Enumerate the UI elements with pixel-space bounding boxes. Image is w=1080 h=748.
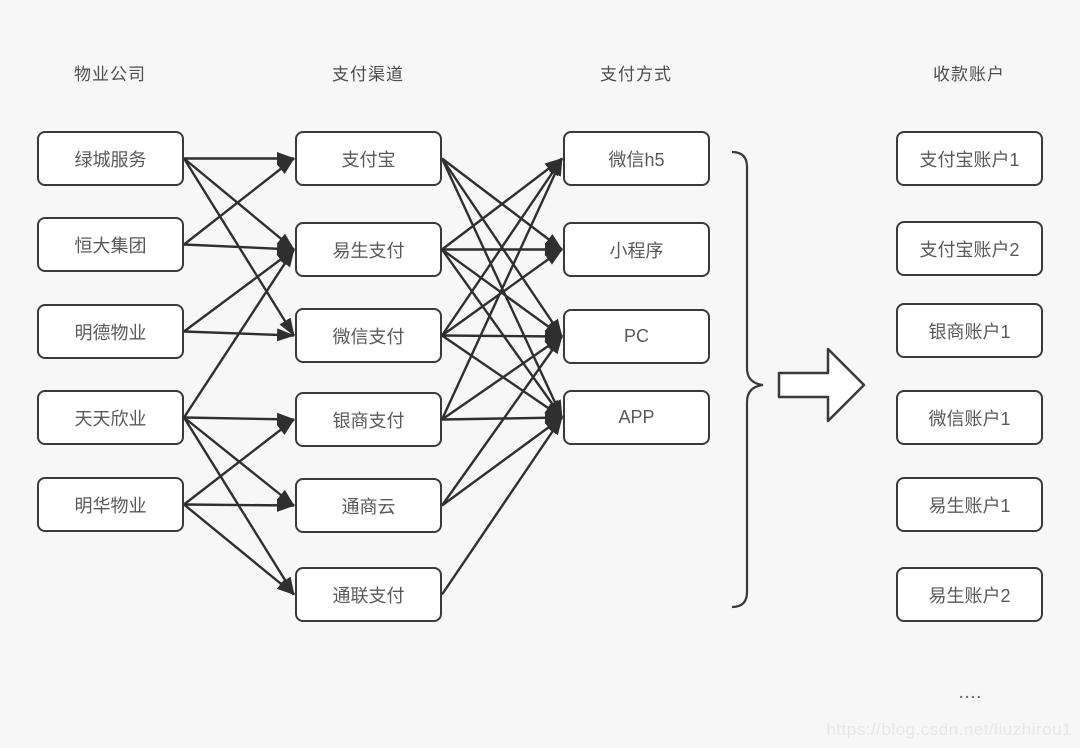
edge-yinshang-to-pc (441, 335, 563, 421)
node-acct_ys1: 银商账户1 (896, 303, 1043, 358)
edge-tiantian-to-tonglian (182, 416, 296, 596)
edge-hengda-to-yisheng (183, 242, 295, 256)
column-header-property-companies: 物业公司 (74, 65, 146, 84)
edge-zhifubao-to-app (440, 157, 564, 419)
edge-lvcheng-to-weixinzhifu (182, 157, 296, 337)
edge-zhifubao-to-xiaochengxu (441, 157, 563, 251)
big-right-arrow (777, 347, 866, 423)
node-tonglian: 通联支付 (295, 567, 442, 622)
node-tiantian: 天天欣业 (37, 390, 184, 445)
edge-mingde-to-yisheng (183, 248, 295, 333)
edge-lvcheng-to-yisheng (183, 157, 295, 251)
node-acct_zfb1: 支付宝账户1 (896, 131, 1043, 186)
node-app: APP (563, 390, 710, 445)
node-yinshang: 银商支付 (295, 392, 442, 447)
edge-yisheng-to-pc (441, 248, 563, 338)
node-zhifubao: 支付宝 (295, 131, 442, 186)
node-lvcheng: 绿城服务 (37, 131, 184, 186)
node-yisheng: 易生支付 (295, 222, 442, 277)
edge-weixinzhifu-to-xiaochengxu (441, 248, 563, 337)
column-header-receiving-accounts: 收款账户 (933, 65, 1005, 84)
more-accounts-ellipsis: .... (959, 685, 983, 701)
edge-yisheng-to-app (441, 248, 563, 419)
edge-yisheng-to-weixinh5 (441, 157, 563, 251)
node-pc: PC (563, 309, 710, 364)
edge-minghua-to-tongshangyun (183, 498, 295, 512)
node-weixinzhifu: 微信支付 (295, 308, 442, 363)
edge-tongshangyun-to-pc (441, 335, 563, 507)
node-xiaochengxu: 小程序 (563, 222, 710, 277)
edge-tongshangyun-to-app (441, 416, 563, 507)
edge-tonglian-to-app (441, 416, 563, 596)
node-weixinh5: 微信h5 (563, 131, 710, 186)
edge-zhifubao-to-pc (441, 157, 563, 338)
node-acct_wx1: 微信账户1 (896, 390, 1043, 445)
node-acct_es1: 易生账户1 (896, 477, 1043, 532)
watermark: https://blog.csdn.net/liuzhirou1 (826, 720, 1072, 739)
edge-tiantian-to-yinshang (183, 412, 295, 426)
edge-hengda-to-zhifubao (183, 157, 295, 246)
node-minghua: 明华物业 (37, 477, 184, 532)
edge-yinshang-to-weixinh5 (440, 157, 564, 421)
edge-minghua-to-tonglian (183, 503, 295, 596)
edge-tiantian-to-yisheng (182, 248, 296, 419)
node-mingde: 明德物业 (37, 304, 184, 359)
node-acct_es2: 易生账户2 (896, 567, 1043, 622)
node-hengda: 恒大集团 (37, 217, 184, 272)
edge-weixinzhifu-to-pc (441, 329, 563, 343)
edge-minghua-to-yinshang (183, 418, 295, 506)
edge-tiantian-to-tongshangyun (183, 416, 295, 507)
node-acct_zfb2: 支付宝账户2 (896, 221, 1043, 276)
column-header-payment-methods: 支付方式 (600, 65, 672, 84)
column-header-payment-channels: 支付渠道 (332, 65, 404, 84)
edge-mingde-to-weixinzhifu (183, 328, 295, 342)
edge-yinshang-to-app (441, 411, 563, 425)
edge-weixinzhifu-to-weixinh5 (441, 157, 563, 337)
node-tongshangyun: 通商云 (295, 478, 442, 533)
edge-weixinzhifu-to-app (441, 334, 563, 419)
brace-shape (731, 150, 764, 609)
